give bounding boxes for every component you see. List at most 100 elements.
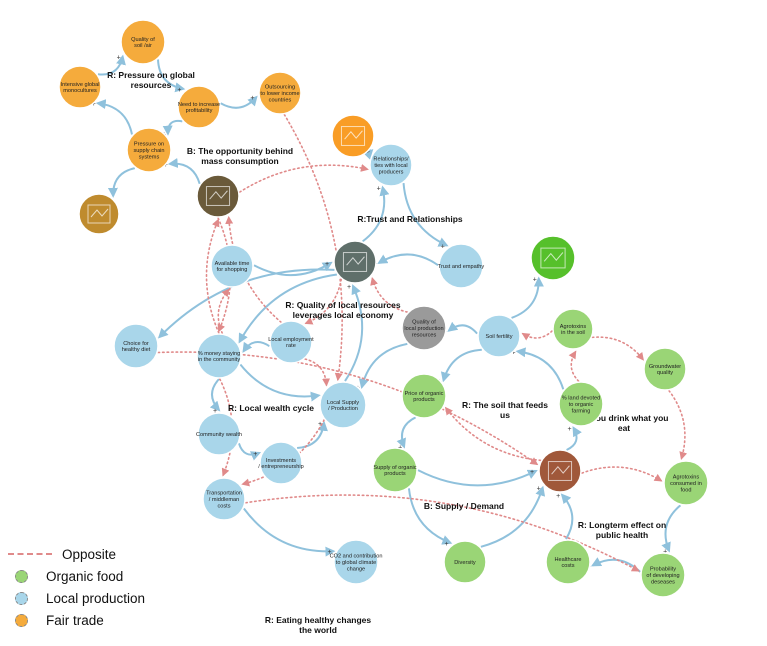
opposite-link-money-to-time xyxy=(217,288,230,335)
dot-icon xyxy=(8,613,34,627)
link-time-to-market_center xyxy=(253,261,333,277)
node-trust: Trust and empathy xyxy=(438,243,485,289)
legend-item-fair_trade: Fair trade xyxy=(8,609,208,631)
dot-icon xyxy=(8,591,34,605)
polarity-sign: + xyxy=(318,421,322,428)
link-employment-to-money xyxy=(242,341,270,353)
dot-icon xyxy=(8,569,34,583)
node-investments: Investments/ entrepreneurship xyxy=(258,441,304,485)
link-intensive-to-soil_air xyxy=(97,54,126,76)
node-label: Diversity xyxy=(454,560,476,566)
link-quality_local-to-local_supply xyxy=(358,342,408,390)
link-local_supply-to-market_center xyxy=(344,284,364,382)
polarity-sign: + xyxy=(441,243,445,250)
sdg11-sustainable-cities-icon xyxy=(331,114,375,158)
link-veg_img-to-land_org xyxy=(566,426,582,451)
node-label: Investments/ entrepreneurship xyxy=(258,458,303,470)
opposite-link-market_center-to-employment xyxy=(304,278,343,325)
opposite-link-transport-to-prob_disease xyxy=(244,494,640,572)
opposite-link-veg_img-to-price_org xyxy=(444,406,542,462)
link-pressure_supply-to-intensive xyxy=(95,99,133,135)
link-supply_org-to-diversity xyxy=(407,488,453,545)
loop-label: R: Local wealth cycle xyxy=(228,403,314,413)
link-soil_fert-to-price_org xyxy=(440,348,482,383)
link-money-to-community xyxy=(209,378,221,412)
polarity-sign: + xyxy=(366,148,370,155)
link-community-to-investments xyxy=(237,442,262,461)
polarity-sign: + xyxy=(92,101,96,108)
legend-label: Organic food xyxy=(46,568,124,584)
vegetables-photo-icon xyxy=(538,449,582,493)
polarity-sign: + xyxy=(663,549,667,556)
loop-label: R:Trust and Relationships xyxy=(357,214,463,224)
link-profit-to-outsourcing xyxy=(220,95,258,109)
opposite-link-money-to-market_img xyxy=(205,218,220,334)
link-trust-to-market_center xyxy=(377,253,439,266)
polarity-sign: + xyxy=(347,284,351,291)
opposite-link-agrotox_soil-to-groundwater xyxy=(591,336,644,361)
polarity-sign: + xyxy=(213,408,217,415)
polarity-sign: + xyxy=(377,186,381,193)
link-supply_org-to-veg_img xyxy=(417,469,538,487)
link-soil_air-to-profit xyxy=(157,59,186,93)
sdg12-responsible-consumption-icon xyxy=(78,193,120,235)
link-pressure_supply-to-sdg12 xyxy=(107,167,136,198)
polarity-sign: + xyxy=(117,55,121,62)
legend-label: Local production xyxy=(46,590,146,606)
node-soil_fert: Soil fertility xyxy=(477,314,521,358)
polarity-sign: + xyxy=(444,541,448,548)
polarity-sign: + xyxy=(556,493,560,500)
polarity-sign: + xyxy=(250,95,254,102)
link-transport-to-co2 xyxy=(243,507,336,557)
polarity-sign: + xyxy=(533,277,537,284)
legend-item-dash: Opposite xyxy=(8,543,208,565)
polarity-sign: + xyxy=(177,87,181,94)
link-money-to-local_supply xyxy=(239,363,321,402)
link-soil_fert-to-sdg15 xyxy=(511,276,544,319)
link-healthcare-to-veg_img xyxy=(560,493,574,540)
link-prob_disease-to-healthcare xyxy=(591,557,641,573)
opposite-link-agrotox_soil-to-soil_fert xyxy=(521,330,553,341)
opposite-link-employment-to-local_supply xyxy=(304,358,331,387)
node-diversity: Diversity xyxy=(443,540,487,584)
link-land_org-to-soil_fert xyxy=(515,347,565,390)
node-label: Trust and empathy xyxy=(438,264,485,270)
link-diversity-to-veg_img xyxy=(480,485,546,548)
link-sdg11-to-relationships xyxy=(362,148,374,160)
